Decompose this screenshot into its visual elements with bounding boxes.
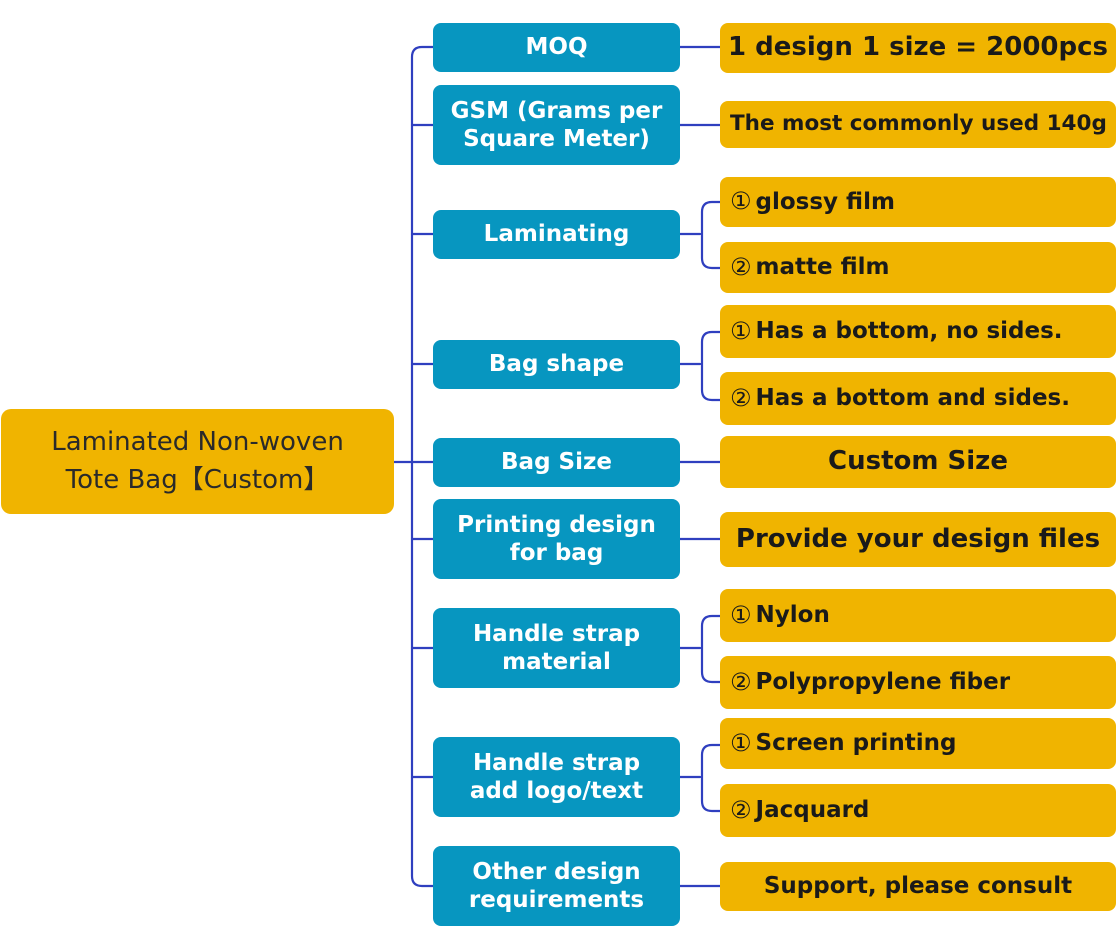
option-bag-shape-2: ② Has a bottom and sides.: [720, 372, 1116, 425]
option-label: Support, please consult: [763, 873, 1073, 900]
option-laminating-1: ① glossy film: [720, 177, 1116, 227]
category-handle-strap-material: Handle strap material: [433, 608, 680, 688]
category-gsm: GSM (Grams per Square Meter): [433, 85, 680, 165]
category-handle-strap-logo: Handle strap add logo/text: [433, 737, 680, 817]
option-strap-material-1: ① Nylon: [720, 589, 1116, 642]
category-laminating: Laminating: [433, 210, 680, 259]
option-bag-shape-1: ① Has a bottom, no sides.: [720, 305, 1116, 358]
connector-trunk: [410, 45, 435, 888]
option-other-requirements: Support, please consult: [720, 862, 1116, 911]
option-strap-logo-2: ② Jacquard: [720, 784, 1116, 837]
connector-fork-strap-material: [678, 614, 722, 684]
category-moq: MOQ: [433, 23, 680, 72]
connector-fork-strap-logo: [678, 743, 722, 813]
root-label: Laminated Non-woven Tote Bag【Custom】: [51, 426, 344, 495]
root-node: Laminated Non-woven Tote Bag【Custom】: [1, 409, 394, 514]
category-label: Laminating: [483, 221, 630, 248]
option-label: glossy film: [755, 188, 895, 215]
option-label: 1 design 1 size = 2000pcs: [728, 32, 1108, 63]
option-label: Has a bottom and sides.: [755, 385, 1070, 412]
option-laminating-2: ② matte film: [720, 242, 1116, 293]
option-label: Provide your design files: [735, 523, 1101, 554]
option-label: Jacquard: [755, 797, 870, 824]
option-printing-design: Provide your design files: [720, 512, 1116, 567]
marker-1: ①: [730, 600, 752, 629]
marker-2: ②: [730, 252, 752, 281]
category-label: Bag Size: [501, 449, 612, 476]
connector-fork-bag-shape: [678, 330, 722, 402]
category-label: Other design requirements: [468, 858, 645, 913]
option-strap-logo-1: ① Screen printing: [720, 718, 1116, 769]
category-label: Bag shape: [488, 351, 625, 378]
connector-fork-laminating: [678, 200, 722, 270]
option-label: Has a bottom, no sides.: [755, 318, 1063, 345]
category-printing-design: Printing design for bag: [433, 499, 680, 579]
option-label: The most commonly used 140g: [730, 111, 1107, 137]
option-label: Nylon: [755, 602, 830, 629]
option-label: Polypropylene fiber: [755, 669, 1011, 696]
option-bag-size: Custom Size: [720, 436, 1116, 488]
marker-2: ②: [730, 667, 752, 696]
option-strap-material-2: ② Polypropylene fiber: [720, 656, 1116, 709]
option-moq: 1 design 1 size = 2000pcs: [720, 23, 1116, 73]
category-label: GSM (Grams per Square Meter): [450, 97, 663, 152]
marker-1: ①: [730, 728, 752, 757]
category-label: MOQ: [525, 34, 588, 61]
marker-1: ①: [730, 187, 752, 216]
marker-2: ②: [730, 795, 752, 824]
marker-1: ①: [730, 316, 752, 345]
option-gsm: The most commonly used 140g: [720, 101, 1116, 148]
category-bag-size: Bag Size: [433, 438, 680, 487]
category-other-requirements: Other design requirements: [433, 846, 680, 926]
option-label: Screen printing: [755, 730, 957, 757]
marker-2: ②: [730, 383, 752, 412]
category-label: Printing design for bag: [457, 511, 656, 566]
option-label: Custom Size: [828, 446, 1008, 477]
category-bag-shape: Bag shape: [433, 340, 680, 389]
category-label: Handle strap material: [472, 620, 641, 675]
category-label: Handle strap add logo/text: [469, 749, 644, 804]
option-label: matte film: [755, 254, 890, 281]
